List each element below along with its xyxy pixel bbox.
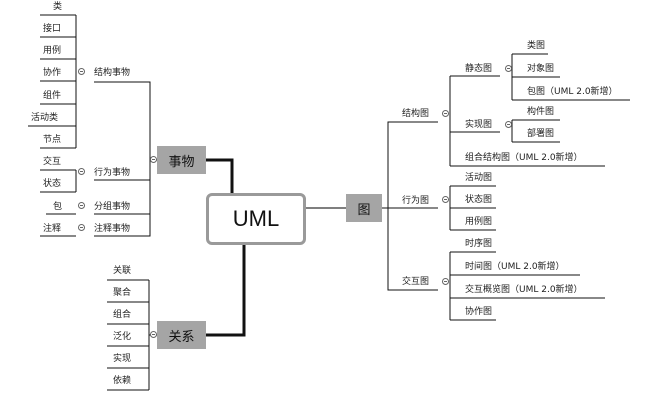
leaf-node[interactable]: 构件图 — [527, 107, 555, 117]
leaf-node[interactable]: 关联 — [113, 266, 132, 276]
leaf-node[interactable]: 类图 — [527, 41, 546, 51]
leaf-node[interactable]: 聚合 — [113, 288, 132, 298]
leaf-node[interactable]: 接口 — [43, 24, 62, 34]
leaf-node[interactable]: 组合 — [113, 310, 132, 320]
node-structure-diagrams[interactable]: 结构图 — [402, 109, 430, 119]
collapse-icon[interactable] — [150, 156, 157, 163]
collapse-icon[interactable] — [505, 121, 512, 128]
collapse-icon[interactable] — [442, 196, 449, 203]
leaf-node[interactable]: 包图（UML 2.0新增） — [527, 87, 618, 97]
leaf-node[interactable]: 类 — [53, 2, 63, 12]
collapse-icon[interactable] — [150, 331, 157, 338]
root-node[interactable]: UML — [206, 193, 306, 245]
leaf-node[interactable]: 交互概览图（UML 2.0新增） — [465, 285, 583, 295]
main-node-relations[interactable]: 关系 — [157, 321, 206, 349]
node-behavior-diagrams[interactable]: 行为图 — [402, 196, 430, 206]
leaf-node[interactable]: 实现 — [113, 354, 132, 364]
leaf-node[interactable]: 部署图 — [527, 129, 555, 139]
leaf-node[interactable]: 泛化 — [113, 332, 132, 342]
leaf-node[interactable]: 注释 — [43, 224, 62, 234]
leaf-node[interactable]: 协作 — [43, 68, 62, 78]
leaf-node[interactable]: 组件 — [43, 91, 62, 101]
node-annotational-things[interactable]: 注释事物 — [94, 224, 131, 234]
collapse-icon[interactable] — [78, 224, 85, 231]
collapse-icon[interactable] — [78, 68, 85, 75]
collapse-icon[interactable] — [442, 278, 449, 285]
leaf-node[interactable]: 包 — [53, 202, 63, 212]
node-implementation-diagrams[interactable]: 实现图 — [465, 120, 493, 130]
leaf-node[interactable]: 状态图 — [465, 195, 493, 205]
collapse-icon[interactable] — [442, 110, 449, 117]
leaf-node[interactable]: 交互 — [43, 157, 62, 167]
collapse-icon[interactable] — [78, 202, 85, 209]
node-grouping-things[interactable]: 分组事物 — [94, 202, 131, 212]
node-static-diagrams[interactable]: 静态图 — [465, 64, 493, 74]
node-interaction-diagrams[interactable]: 交互图 — [402, 277, 430, 287]
main-node-things[interactable]: 事物 — [157, 146, 206, 174]
leaf-node[interactable]: 协作图 — [465, 307, 493, 317]
leaf-node[interactable]: 活动类 — [31, 113, 59, 123]
leaf-node[interactable]: 状态 — [43, 179, 62, 189]
leaf-node[interactable]: 对象图 — [527, 64, 555, 74]
leaf-node[interactable]: 用例 — [43, 46, 62, 56]
leaf-node[interactable]: 用例图 — [465, 217, 493, 227]
leaf-node[interactable]: 活动图 — [465, 173, 493, 183]
collapse-icon[interactable] — [505, 65, 512, 72]
node-structural-things[interactable]: 结构事物 — [94, 68, 131, 78]
main-node-diagrams[interactable]: 图 — [346, 194, 382, 222]
leaf-node[interactable]: 时间图（UML 2.0新增） — [465, 262, 565, 272]
node-behavioral-things[interactable]: 行为事物 — [94, 168, 131, 178]
leaf-node[interactable]: 依赖 — [113, 376, 132, 386]
leaf-node[interactable]: 组合结构图（UML 2.0新增） — [465, 153, 583, 163]
leaf-node[interactable]: 节点 — [43, 135, 62, 145]
collapse-icon[interactable] — [78, 168, 85, 175]
leaf-node[interactable]: 时序图 — [465, 239, 493, 249]
